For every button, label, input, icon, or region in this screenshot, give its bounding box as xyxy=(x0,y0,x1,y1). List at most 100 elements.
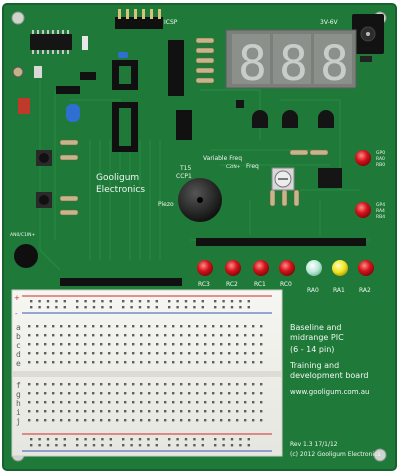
breadboard-hole xyxy=(124,343,127,346)
breadboard-hole xyxy=(176,306,179,309)
breadboard-hole xyxy=(52,343,55,346)
breadboard-hole xyxy=(204,392,207,395)
breadboard-hole xyxy=(180,352,183,355)
breadboard-hole xyxy=(172,383,175,386)
breadboard-hole xyxy=(122,300,125,303)
breadboard-hole xyxy=(220,383,223,386)
breadboard-hole xyxy=(124,419,127,422)
breadboard-hole xyxy=(124,325,127,328)
breadboard-hole xyxy=(228,352,231,355)
breadboard-hole xyxy=(204,410,207,413)
breadboard-hole xyxy=(68,325,71,328)
breadboard-hole xyxy=(28,334,31,337)
breadboard-hole xyxy=(196,392,199,395)
breadboard-hole xyxy=(68,383,71,386)
breadboard-hole xyxy=(84,343,87,346)
breadboard-hole xyxy=(247,444,250,447)
breadboard-hole xyxy=(260,401,263,404)
breadboard-hole xyxy=(147,306,150,309)
breadboard-hole xyxy=(84,401,87,404)
breadboard-hole xyxy=(52,383,55,386)
led-header-row xyxy=(196,238,366,246)
breadboard-hole xyxy=(172,410,175,413)
breadboard-hole xyxy=(228,410,231,413)
breadboard-hole xyxy=(193,438,196,441)
breadboard-hole xyxy=(220,325,223,328)
breadboard-hole xyxy=(130,300,133,303)
breadboard-hole xyxy=(176,300,179,303)
breadboard-hole xyxy=(52,392,55,395)
breadboard-hole xyxy=(44,419,47,422)
breadboard-hole xyxy=(156,352,159,355)
breadboard-hole xyxy=(76,306,79,309)
bb-row-e: e xyxy=(16,359,21,368)
breadboard-hole xyxy=(148,383,151,386)
breadboard-hole xyxy=(36,392,39,395)
breadboard-hole xyxy=(140,392,143,395)
breadboard-hole xyxy=(196,343,199,346)
breadboard-hole xyxy=(156,392,159,395)
breadboard-hole xyxy=(164,361,167,364)
led-label-ra2: RA2 xyxy=(359,287,371,294)
breadboard-hole xyxy=(147,300,150,303)
breadboard-hole xyxy=(193,444,196,447)
breadboard-hole xyxy=(260,392,263,395)
breadboard-hole xyxy=(236,392,239,395)
breadboard-hole xyxy=(55,306,58,309)
breadboard-hole xyxy=(44,361,47,364)
breadboard-hole xyxy=(204,419,207,422)
breadboard-hole xyxy=(100,410,103,413)
breadboard-hole xyxy=(260,325,263,328)
breadboard-hole xyxy=(156,343,159,346)
breadboard-hole xyxy=(244,383,247,386)
breadboard-hole xyxy=(108,334,111,337)
breadboard-hole xyxy=(180,361,183,364)
breadboard-hole xyxy=(84,352,87,355)
breadboard-hole xyxy=(138,306,142,309)
breadboard-hole xyxy=(30,306,33,309)
breadboard-hole xyxy=(228,343,231,346)
breadboard-hole xyxy=(100,392,103,395)
revision-label: Rev 1.3 17/1/12 xyxy=(290,441,338,448)
breadboard-hole xyxy=(132,410,135,413)
led-label-rc3: RC3 xyxy=(198,281,210,288)
breadboard-hole xyxy=(201,306,204,309)
breadboard-hole xyxy=(164,392,167,395)
breadboard-hole xyxy=(100,343,103,346)
freq-label: Freq xyxy=(246,163,259,170)
variable-freq-label: Variable Freq xyxy=(203,155,242,162)
breadboard-hole xyxy=(204,383,207,386)
breadboard-hole xyxy=(228,361,231,364)
breadboard-hole xyxy=(196,383,199,386)
breadboard-hole xyxy=(30,300,33,303)
breadboard-hole xyxy=(44,343,47,346)
breadboard-hole xyxy=(68,343,71,346)
bb-row-h: h xyxy=(16,399,21,408)
breadboard-hole xyxy=(116,361,119,364)
breadboard-hole xyxy=(180,410,183,413)
seven-segment-digit-1: 8 xyxy=(238,36,267,92)
breadboard-hole xyxy=(230,306,234,309)
breadboard-hole xyxy=(84,334,87,337)
breadboard-hole xyxy=(60,392,63,395)
breadboard-hole xyxy=(108,383,111,386)
breadboard-hole xyxy=(164,401,167,404)
breadboard-hole xyxy=(244,352,247,355)
bb-row-d: d xyxy=(16,350,21,359)
breadboard-hole xyxy=(155,438,158,441)
breadboard-header-strip xyxy=(60,278,182,286)
breadboard-hole xyxy=(247,306,250,309)
led-column-right xyxy=(355,150,371,218)
breadboard-hole xyxy=(84,419,87,422)
led-label-ra4: RA4 xyxy=(376,208,385,214)
breadboard-hole xyxy=(55,444,58,447)
breadboard-hole xyxy=(52,410,55,413)
breadboard-hole xyxy=(44,352,47,355)
breadboard-hole xyxy=(84,361,87,364)
breadboard-hole xyxy=(148,392,151,395)
breadboard-hole xyxy=(148,325,151,328)
breadboard-hole xyxy=(155,306,158,309)
seven-segment-digit-2: 8 xyxy=(279,36,308,92)
breadboard-hole xyxy=(260,352,263,355)
breadboard-hole xyxy=(193,306,196,309)
